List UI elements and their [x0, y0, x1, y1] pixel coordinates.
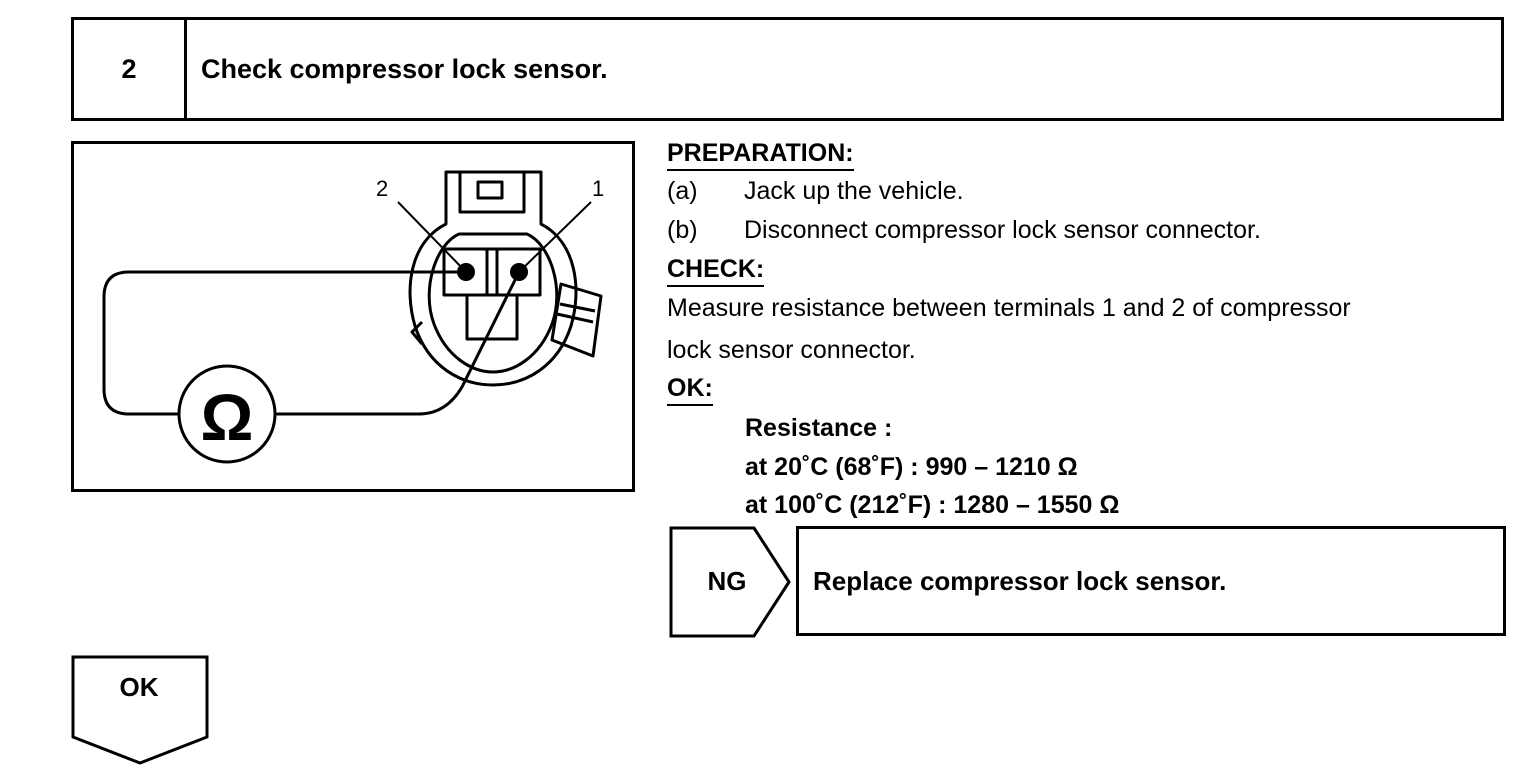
connector-icon: [408, 170, 578, 387]
ohmmeter-icon: [177, 364, 277, 464]
terminal-2-dot: [457, 263, 475, 281]
resistance-spec-100c: at 100˚C (212˚F) : 1280 – 1550 Ω: [745, 491, 1120, 519]
connector-figure: 2 1 Ω: [71, 141, 635, 492]
terminal-1-label: 1: [592, 176, 604, 201]
check-line-1: Measure resistance between terminals 1 a…: [667, 294, 1351, 322]
item-text: Disconnect compressor lock sensor connec…: [744, 216, 1261, 244]
item-marker: (a): [667, 177, 698, 205]
item-text: Jack up the vehicle.: [744, 177, 964, 205]
ok-flow-label: OK: [119, 672, 159, 702]
terminal-1-dot: [510, 263, 528, 281]
item-marker: (b): [667, 216, 698, 244]
ok-down-arrow-icon: [71, 655, 209, 765]
check-heading: CHECK:: [667, 255, 765, 287]
ng-action-text: Replace compressor lock sensor.: [813, 565, 1227, 596]
ng-arrow-icon: [669, 526, 791, 638]
ohm-symbol: Ω: [201, 380, 254, 454]
ng-label: NG: [707, 565, 747, 596]
ok-heading: OK:: [667, 374, 713, 406]
resistance-label: Resistance :: [745, 414, 893, 442]
step-title: Check compressor lock sensor.: [201, 53, 608, 84]
check-line-2: lock sensor connector.: [667, 336, 916, 364]
terminal-2-label: 2: [376, 176, 388, 201]
resistance-spec-20c: at 20˚C (68˚F) : 990 – 1210 Ω: [745, 453, 1078, 481]
step-number: 2: [74, 20, 187, 118]
connector-diagram: 2 1 Ω: [102, 170, 604, 464]
ng-action-box: Replace compressor lock sensor.: [796, 526, 1506, 636]
step-header: 2 Check compressor lock sensor.: [71, 17, 1504, 121]
preparation-heading: PREPARATION:: [667, 139, 854, 171]
